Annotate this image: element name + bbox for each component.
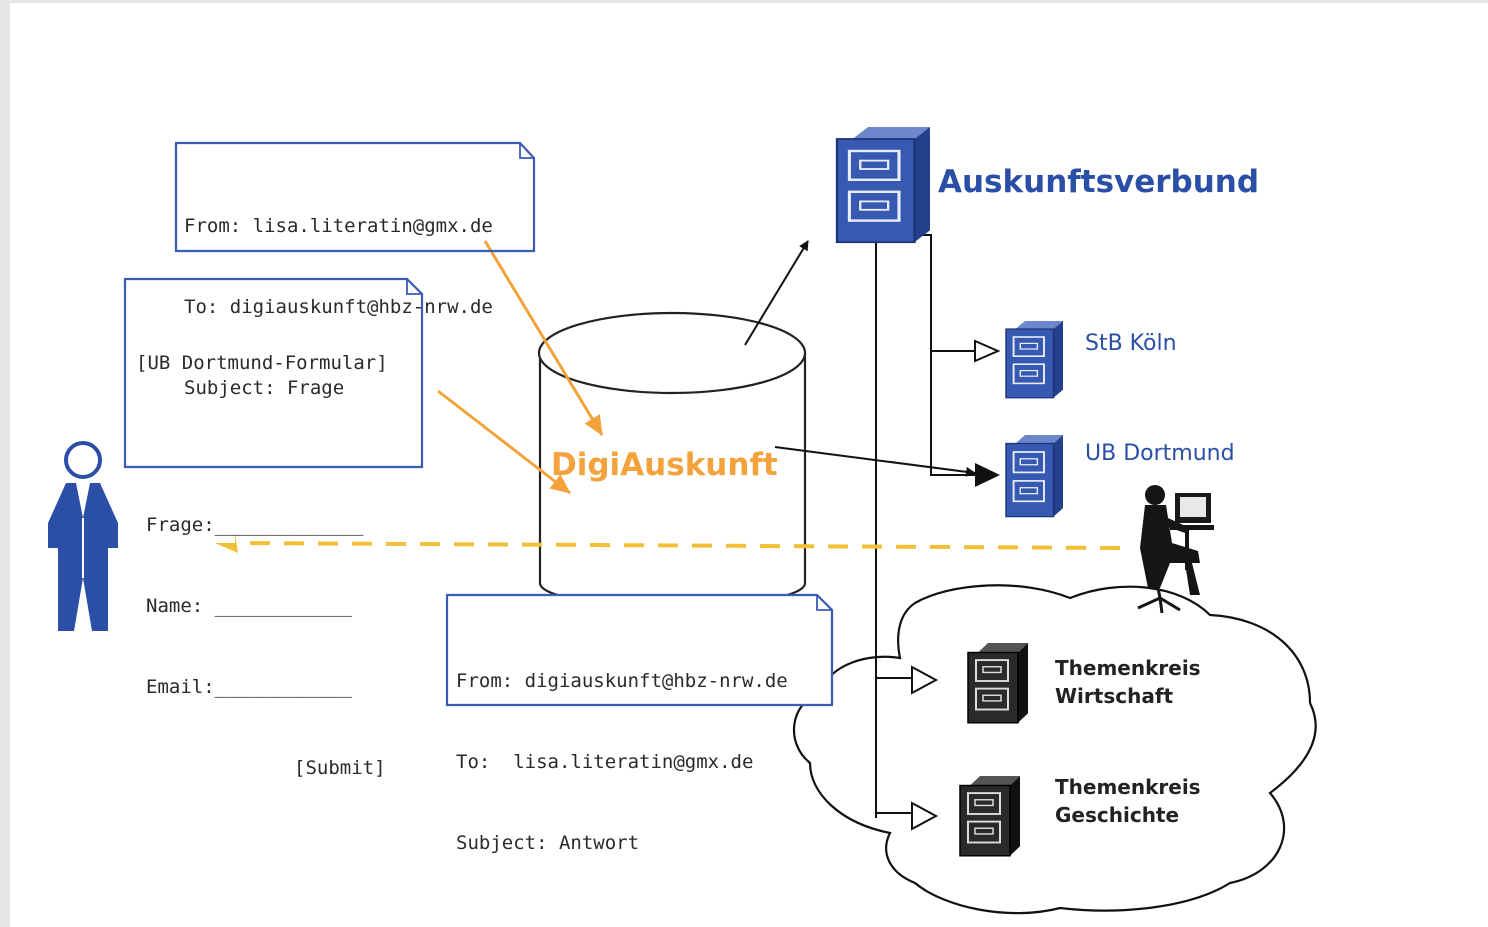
network-title: Auskunftsverbund bbox=[938, 164, 1260, 200]
email-from: From: lisa.literatin@gmx.de bbox=[184, 215, 493, 237]
form-submit-button: [Submit] bbox=[294, 757, 386, 779]
filing-cabinet-icon bbox=[959, 775, 1021, 857]
form-note: [UB Dortmund-Formular] Frage:___________… bbox=[136, 296, 388, 809]
email-request-frame bbox=[174, 141, 536, 253]
cloud-label-geschichte: Themenkreis Geschichte bbox=[1055, 775, 1201, 827]
cloud-shape bbox=[792, 584, 1317, 915]
database-cylinder-icon bbox=[537, 311, 807, 607]
arrow-form-to-db bbox=[437, 389, 571, 495]
email-to: To: digiauskunft@hbz-nrw.de bbox=[184, 296, 493, 318]
email-subject: Subject: Antwort bbox=[456, 832, 640, 854]
email-request-note: From: lisa.literatin@gmx.de To: digiausk… bbox=[184, 159, 493, 429]
email-subject: Subject: Frage bbox=[184, 377, 345, 399]
email-from: From: digiauskunft@hbz-nrw.de bbox=[456, 670, 788, 692]
form-name-field: Name: ____________ bbox=[146, 595, 352, 617]
form-frage-field: Frage:_____________ bbox=[146, 514, 364, 536]
diagram-graphics bbox=[48, 125, 1317, 915]
node-label-koeln: StB Köln bbox=[1085, 331, 1177, 356]
person-icon bbox=[48, 441, 118, 631]
form-frame bbox=[123, 277, 424, 469]
arrow-email-to-db bbox=[483, 240, 604, 436]
email-reply-note: From: digiauskunft@hbz-nrw.de To: lisa.l… bbox=[456, 614, 788, 884]
network-lines bbox=[875, 233, 978, 818]
form-email-field: Email:____________ bbox=[146, 676, 352, 698]
database-label: DigiAuskunft bbox=[551, 447, 778, 483]
arrow-to-dortmund bbox=[774, 446, 976, 477]
dortmund-arrowhead bbox=[975, 463, 1000, 487]
librarian-at-computer-icon bbox=[1137, 485, 1214, 614]
email-reply-frame bbox=[445, 593, 834, 707]
cloud-label-wirtschaft: Themenkreis Wirtschaft bbox=[1055, 656, 1201, 708]
filing-cabinet-icon bbox=[835, 125, 932, 244]
filing-cabinet-icon bbox=[1005, 434, 1064, 518]
filing-cabinet-icon bbox=[1005, 320, 1064, 399]
answer-arrowhead bbox=[215, 533, 238, 553]
filing-cabinet-icon bbox=[967, 642, 1029, 724]
diagram-canvas: From: lisa.literatin@gmx.de To: digiausk… bbox=[10, 3, 1488, 927]
node-arrowheads bbox=[911, 339, 1001, 831]
arrow-to-verbund bbox=[744, 240, 809, 346]
node-label-dortmund: UB Dortmund bbox=[1085, 441, 1235, 466]
email-to: To: lisa.literatin@gmx.de bbox=[456, 751, 754, 773]
form-title: [UB Dortmund-Formular] bbox=[136, 352, 388, 374]
answer-dashed-line bbox=[237, 541, 1121, 550]
